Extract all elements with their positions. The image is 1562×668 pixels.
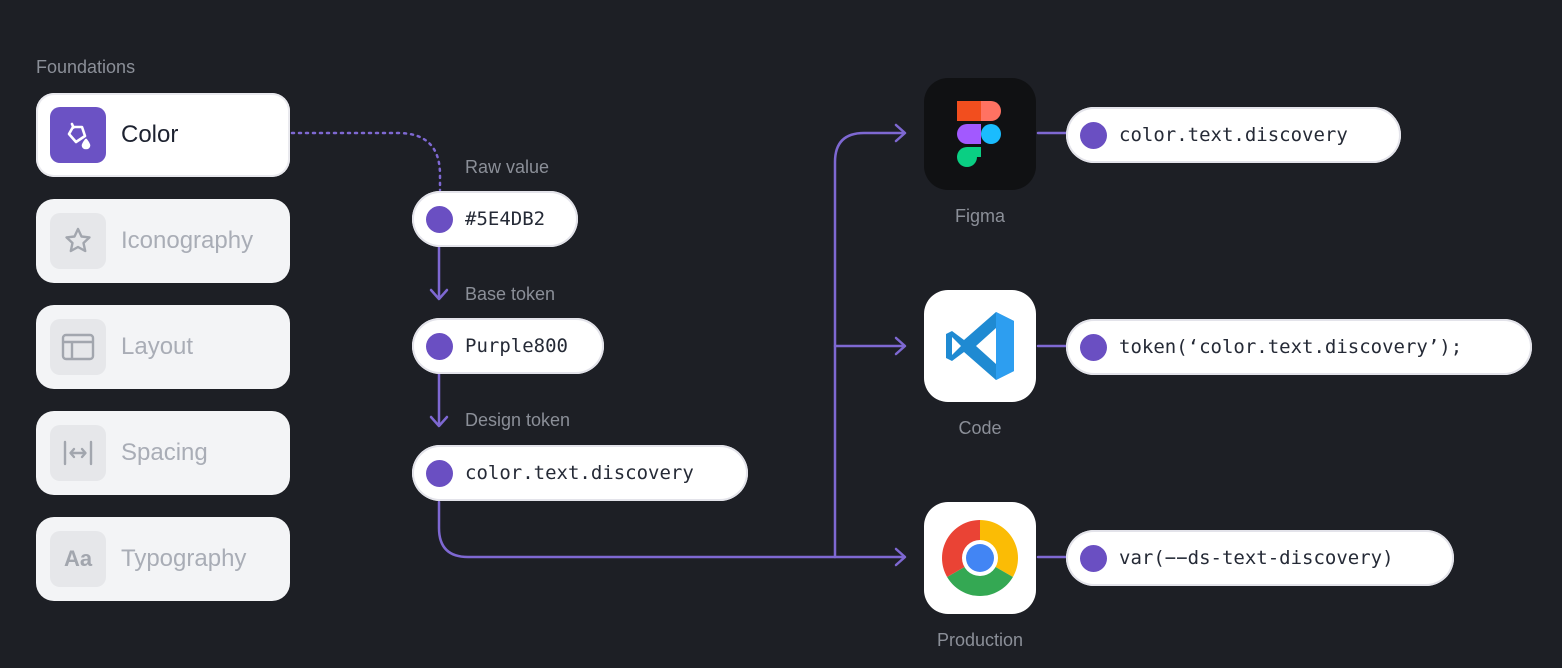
production-token-pill: var(−−ds-text-discovery) <box>1066 530 1454 586</box>
chrome-icon <box>924 502 1036 614</box>
color-swatch <box>1080 121 1107 149</box>
code-arrowhead <box>894 336 907 356</box>
code-token-pill: token(‘color.text.discovery’); <box>1066 319 1532 375</box>
foundation-item-color[interactable]: Color <box>36 93 290 177</box>
foundation-label-color: Color <box>121 121 179 148</box>
typography-glyph: Aa <box>63 546 93 571</box>
vscode-icon <box>924 290 1036 402</box>
raw-value-text: #5E4DB2 <box>465 208 546 230</box>
raw-to-base-arrowhead <box>429 288 449 301</box>
color-swatch <box>426 205 453 233</box>
figma-arrowhead <box>894 123 907 143</box>
raw-value-label: Raw value <box>465 157 550 177</box>
production-label: Production <box>936 630 1024 650</box>
foundation-label-iconography: Iconography <box>121 227 254 254</box>
color-swatch <box>426 459 453 487</box>
foundation-item-spacing[interactable]: Spacing <box>36 411 290 495</box>
foundation-label-typography: Typography <box>121 545 247 572</box>
foundation-item-typography[interactable]: Aa Typography <box>36 517 290 601</box>
base-token-text: Purple800 <box>465 335 568 357</box>
foundation-item-iconography[interactable]: Iconography <box>36 199 290 283</box>
raw-value-pill: #5E4DB2 <box>412 191 578 247</box>
base-token-pill: Purple800 <box>412 318 604 374</box>
spacing-icon <box>50 425 106 481</box>
color-swatch <box>1080 544 1107 572</box>
base-to-design-arrowhead <box>429 415 449 428</box>
design-to-production-line <box>437 500 906 559</box>
figma-token-pill: color.text.discovery <box>1066 107 1401 163</box>
production-token-text: var(−−ds-text-discovery) <box>1119 547 1394 569</box>
figma-icon <box>924 78 1036 190</box>
color-swatch <box>1080 333 1107 361</box>
color-swatch <box>426 332 453 360</box>
color-to-raw-dotted-connector <box>290 131 442 192</box>
code-token-text: token(‘color.text.discovery’); <box>1119 336 1463 358</box>
figma-label: Figma <box>954 206 1005 226</box>
typography-icon: Aa <box>50 531 106 587</box>
production-arrowhead <box>894 547 907 567</box>
branch-trunk-line <box>833 131 906 559</box>
design-token-pill: color.text.discovery <box>412 445 748 501</box>
design-token-label: Design token <box>465 410 571 430</box>
code-label: Code <box>958 418 1002 438</box>
paint-bucket-icon <box>50 107 106 163</box>
layout-icon <box>50 319 106 375</box>
star-icon <box>50 213 106 269</box>
design-token-text: color.text.discovery <box>465 462 694 484</box>
foundation-label-spacing: Spacing <box>121 439 208 466</box>
figma-token-text: color.text.discovery <box>1119 124 1348 146</box>
base-token-label: Base token <box>465 284 556 304</box>
foundations-heading: Foundations <box>36 57 136 77</box>
foundation-label-layout: Layout <box>121 333 194 360</box>
foundation-item-layout[interactable]: Layout <box>36 305 290 389</box>
